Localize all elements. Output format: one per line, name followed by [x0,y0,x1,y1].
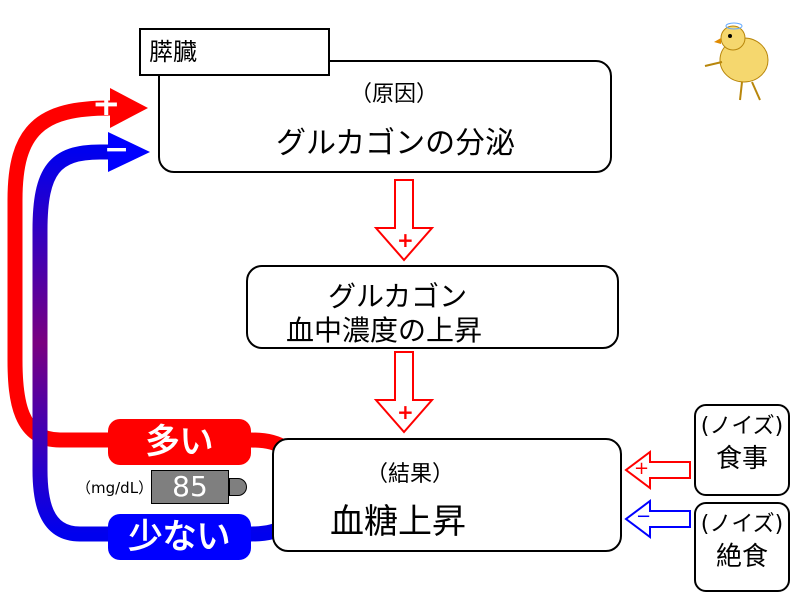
cause-text: グルカゴンの分泌 [276,126,516,161]
high-feedback-plus-sign: + [92,84,121,124]
noise-fast-text: 絶食 [715,542,768,572]
low-feedback-minus-sign: − [104,132,130,167]
flow-arrow-2 [373,351,435,434]
meter-cap-icon [229,478,247,496]
noise-fast-tag: (ノイズ) [700,512,784,537]
noise-food-tag: (ノイズ) [700,414,784,439]
meter-unit: （mg/dL） [76,479,154,497]
flow-arrow-2-sign: + [397,400,414,424]
noise-fast-arrow [624,499,691,539]
high-feedback-arrowhead [110,88,148,128]
result-tag: （結果） [366,462,455,487]
organ-label: 膵臓 [139,28,330,76]
middle-line-1: グルカゴン [328,280,468,313]
glucose-meter: 85 [151,470,229,504]
low-feedback-arrowhead [108,132,150,172]
chick-illustration [704,22,769,101]
noise-food-box: (ノイズ) 食事 [694,404,790,496]
flow-arrow-1-sign: + [397,228,414,252]
flow-arrow-1 [373,179,435,262]
meter-value: 85 [172,470,208,503]
cause-tag: （原因） [350,82,439,107]
noise-food-text: 食事 [715,444,768,474]
high-feedback-arrow [7,100,304,464]
middle-line-2: 血中濃度の上昇 [286,314,483,347]
low-feedback-arrow [32,144,304,542]
result-box: （結果） 血糖上昇 [272,438,622,552]
result-text: 血糖上昇 [330,502,466,542]
low-label: 少ない [108,514,251,560]
noise-fast-box: (ノイズ) 絶食 [694,502,790,592]
cause-box: （原因） グルカゴンの分泌 [158,60,612,173]
glucagon-level-box: グルカゴン 血中濃度の上昇 [246,265,619,349]
noise-fast-sign: − [636,506,652,527]
noise-food-arrow [624,450,691,490]
high-label: 多い [108,419,251,465]
noise-food-sign: + [634,458,650,479]
